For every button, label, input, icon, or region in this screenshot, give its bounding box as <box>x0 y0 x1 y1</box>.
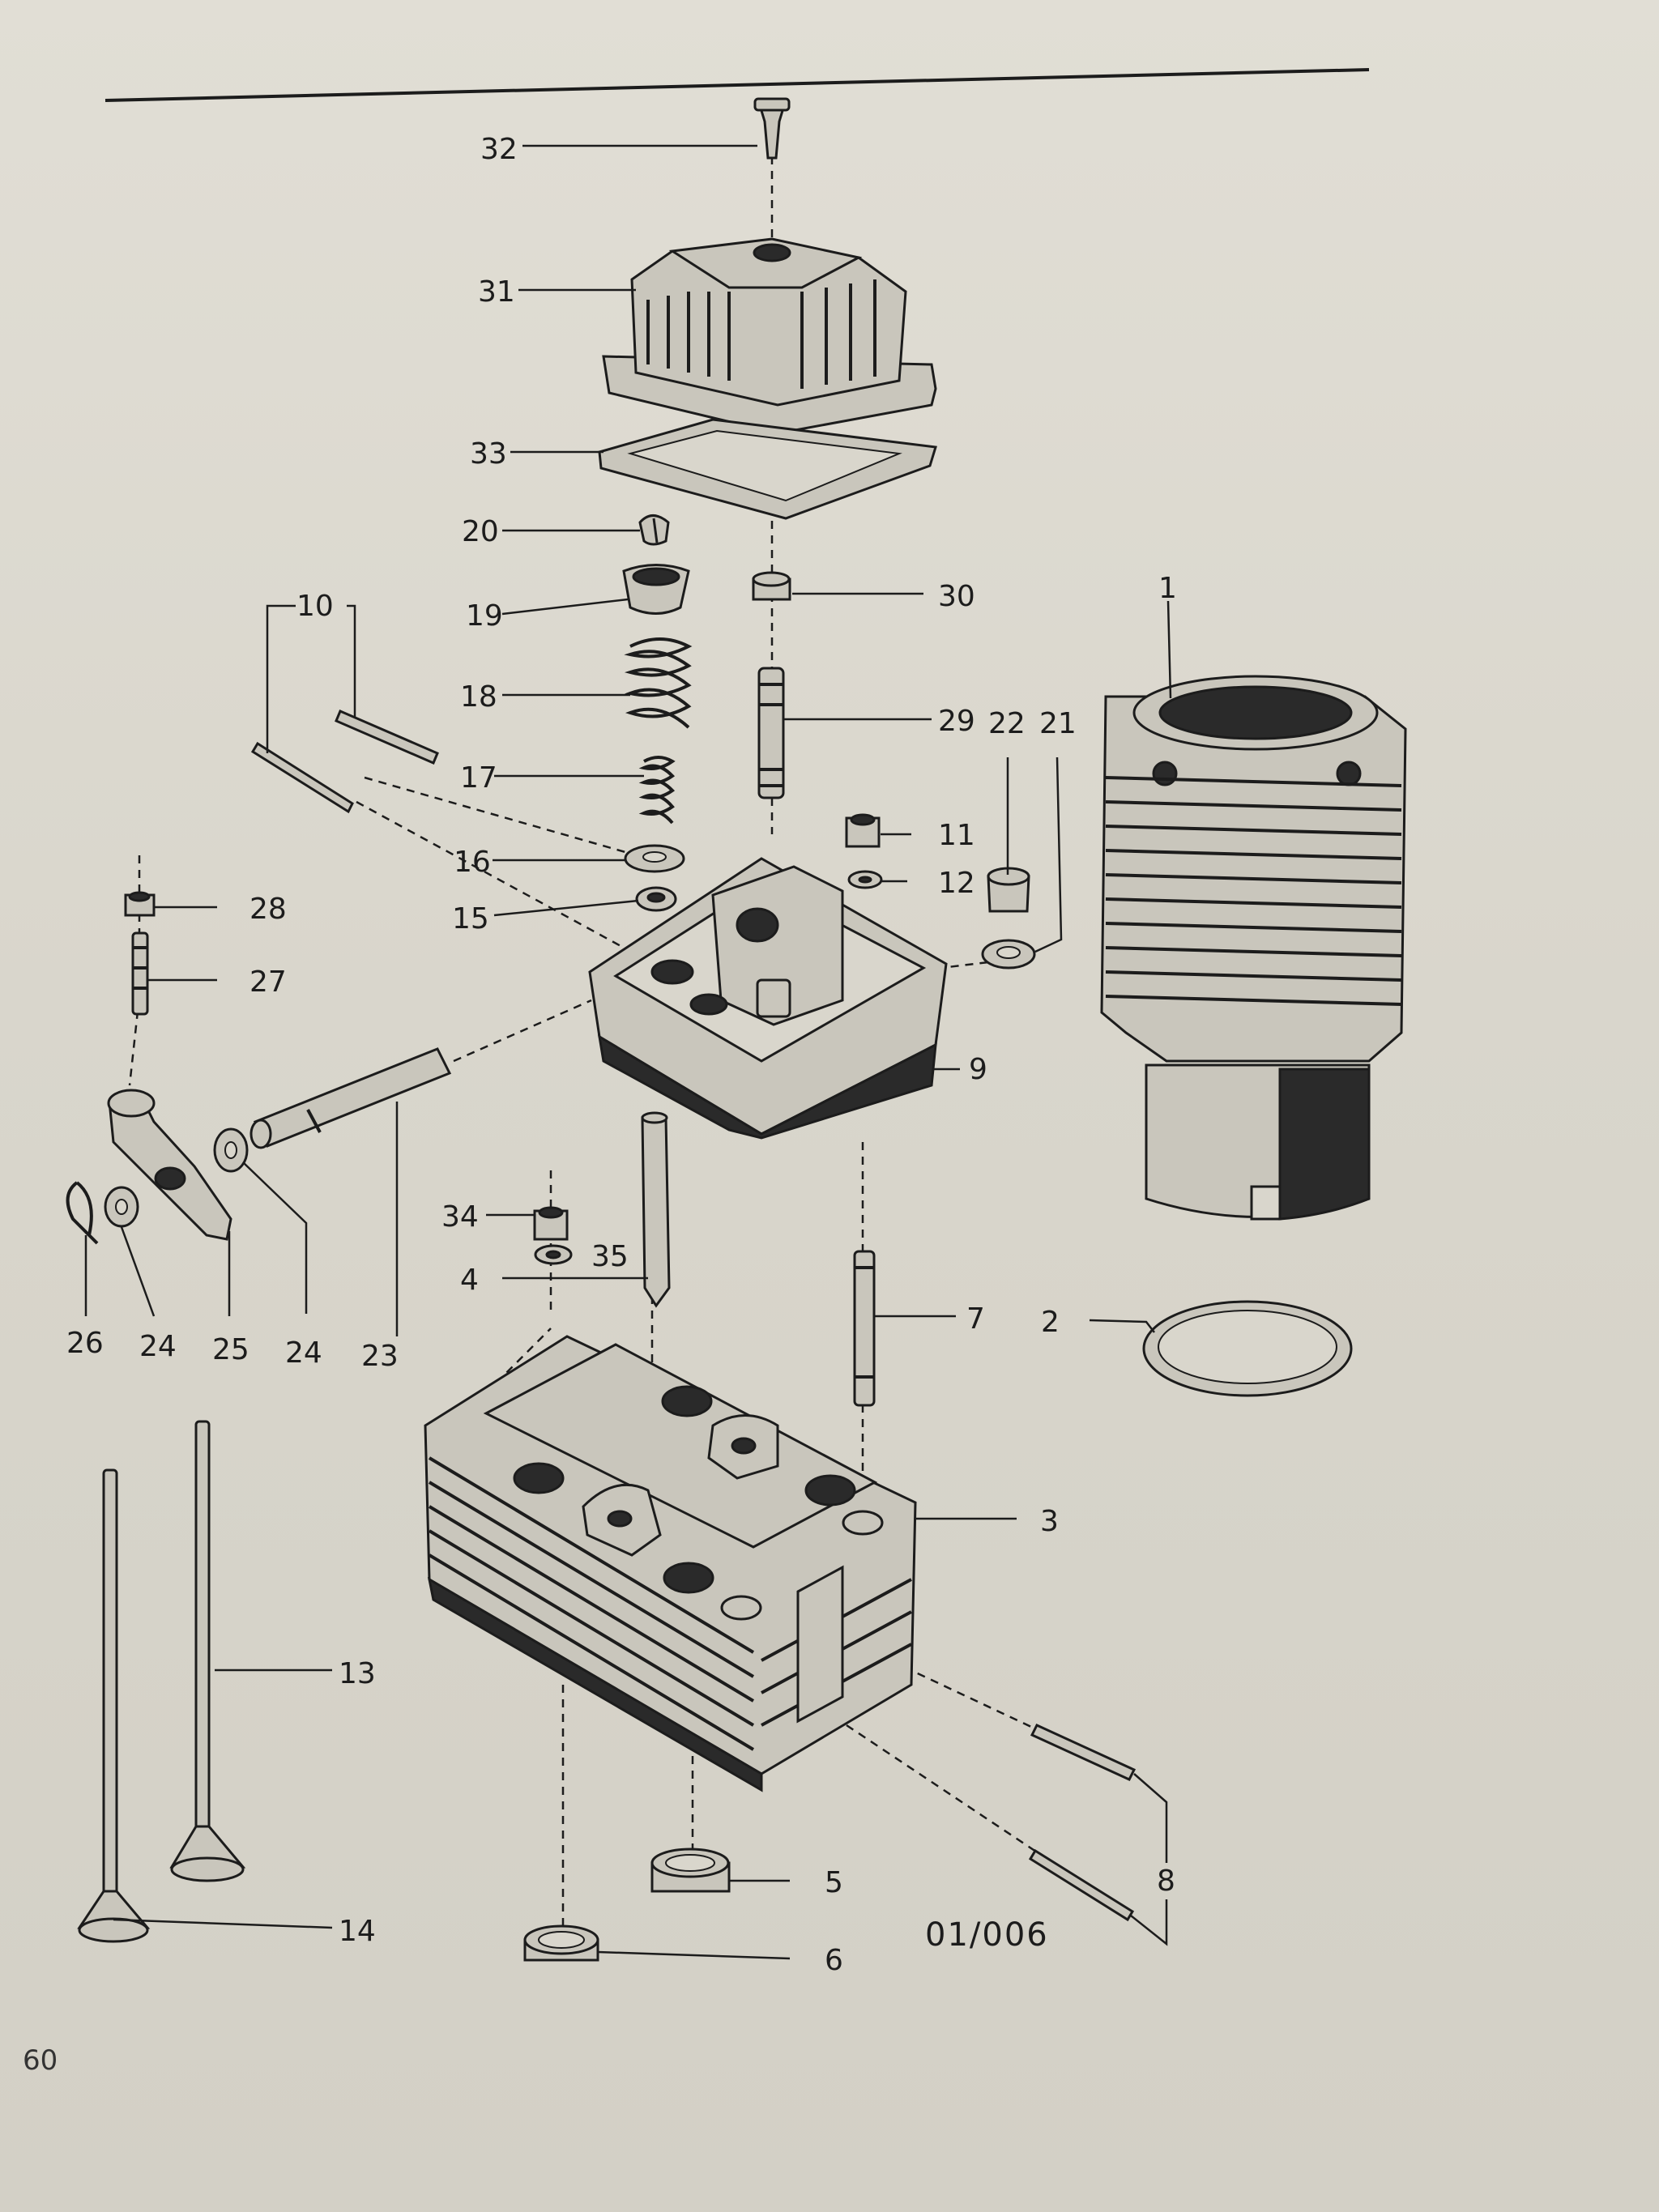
callout-8: 8 <box>1157 1865 1175 1898</box>
callout-14: 14 <box>339 1915 376 1948</box>
part-13-valve <box>169 1420 246 1882</box>
callout-20: 20 <box>462 515 499 548</box>
part-16-spring-washer <box>624 844 685 873</box>
axis-stud-10 <box>356 800 625 949</box>
drawing-code: 01/006 <box>925 1916 1049 1954</box>
leader-lines <box>84 144 1172 1960</box>
callout-22: 22 <box>988 707 1026 740</box>
part-14-valve <box>77 1468 151 1943</box>
part-12-washer <box>847 870 883 889</box>
part-11-nut <box>845 813 881 848</box>
axis-stud-8b <box>834 1715 1042 1856</box>
part-34-nut <box>533 1206 569 1241</box>
part-25-rocker-arm <box>107 1089 232 1241</box>
callout-28: 28 <box>249 893 287 926</box>
callout-27: 27 <box>249 965 287 999</box>
callout-34: 34 <box>441 1200 479 1234</box>
callout-30: 30 <box>938 580 975 613</box>
part-31-rocker-cover <box>602 237 937 435</box>
part-24-thrust-washer-a <box>104 1186 139 1228</box>
callout-5: 5 <box>825 1866 843 1899</box>
callout-12: 12 <box>938 867 975 900</box>
part-15-valve-stem-seal <box>635 886 677 912</box>
part-22-plug <box>987 867 1030 913</box>
page-number: 60 <box>23 2044 58 2077</box>
part-33-gasket <box>598 418 937 520</box>
part-21-seal-ring <box>981 939 1036 970</box>
callout-26: 26 <box>66 1327 104 1360</box>
callout-1: 1 <box>1158 572 1177 605</box>
part-5-valve-seat-ring <box>650 1848 731 1893</box>
callout-11: 11 <box>938 819 975 852</box>
axis-stud-8a <box>838 1634 1046 1735</box>
part-10-studs <box>250 710 439 814</box>
part-4-pushrod-tube <box>641 1111 671 1308</box>
callout-35: 35 <box>591 1240 629 1273</box>
callout-19: 19 <box>466 599 503 633</box>
part-2-cylinder-base-gasket <box>1142 1300 1353 1397</box>
callout-25: 25 <box>212 1333 249 1366</box>
callout-21: 21 <box>1039 707 1077 740</box>
part-17-inner-valve-spring <box>638 756 676 825</box>
part-6-valve-seat-ring <box>523 1924 599 1962</box>
top-rule <box>104 68 1370 102</box>
callout-15: 15 <box>452 902 489 936</box>
callout-4: 4 <box>460 1264 479 1297</box>
callout-24a: 24 <box>139 1330 177 1363</box>
callout-29: 29 <box>938 705 975 738</box>
callout-33: 33 <box>470 437 507 471</box>
callout-10: 10 <box>296 590 334 623</box>
part-30-nut <box>752 571 791 601</box>
callout-16: 16 <box>454 846 491 879</box>
callout-31: 31 <box>478 275 515 309</box>
part-19-spring-retainer <box>622 564 690 615</box>
part-29-stud <box>757 667 785 799</box>
part-35-washer <box>534 1244 573 1265</box>
part-32-cap-nut <box>753 97 791 160</box>
callout-32: 32 <box>480 133 518 166</box>
callout-3: 3 <box>1040 1505 1059 1538</box>
part-7-stud <box>853 1250 876 1407</box>
axis-valve-spring <box>364 776 649 860</box>
callout-9: 9 <box>969 1053 987 1086</box>
callout-2: 2 <box>1041 1306 1060 1339</box>
callout-7: 7 <box>966 1302 985 1336</box>
callout-23: 23 <box>361 1340 399 1373</box>
part-1-cylinder <box>1100 675 1407 1221</box>
part-26-retaining-clip <box>66 1181 99 1245</box>
part-27-adjusting-screw <box>131 931 149 1016</box>
callout-13: 13 <box>339 1657 376 1690</box>
part-23-rocker-shaft <box>249 1047 452 1149</box>
callout-17: 17 <box>460 761 497 795</box>
callout-6: 6 <box>825 1944 843 1977</box>
axis-rocker-shaft <box>453 999 592 1063</box>
part-9-rocker-housing <box>588 857 948 1140</box>
part-18-outer-valve-spring <box>624 637 693 729</box>
part-8-studs <box>1028 1724 1137 1922</box>
callout-labels: 32 31 33 20 19 18 17 16 15 10 30 29 22 2… <box>66 133 1177 1977</box>
callout-18: 18 <box>460 680 497 714</box>
part-3-cylinder-head <box>424 1335 917 1792</box>
part-28-nut <box>124 891 156 917</box>
callout-24b: 24 <box>285 1336 322 1370</box>
part-24-thrust-washer-b <box>213 1127 249 1173</box>
part-20-valve-keepers <box>638 514 670 546</box>
